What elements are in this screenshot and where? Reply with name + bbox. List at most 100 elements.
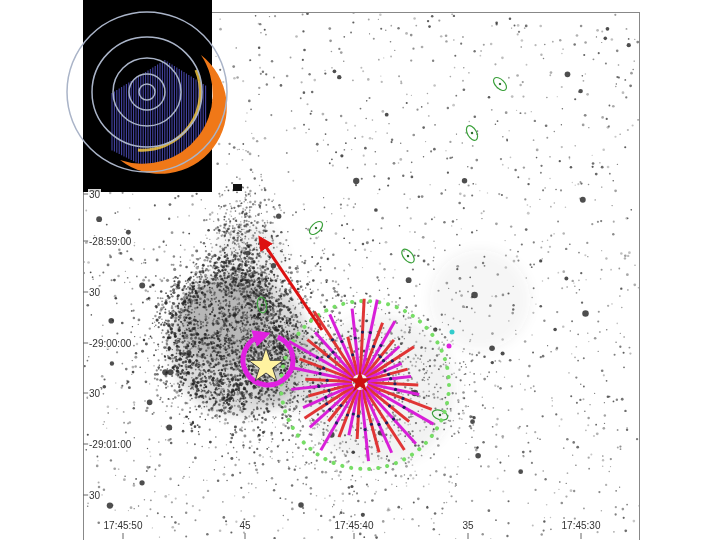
noise-dot	[543, 319, 545, 321]
noise-dot	[88, 356, 89, 357]
noise-dot	[302, 14, 304, 16]
noise-dot	[626, 427, 627, 428]
noise-dot	[522, 81, 524, 83]
noise-dot	[404, 338, 405, 339]
noise-dot	[272, 310, 275, 313]
noise-dot	[106, 224, 108, 226]
noise-dot	[236, 321, 237, 322]
noise-dot	[456, 133, 457, 134]
noise-dot	[463, 361, 465, 363]
noise-dot	[517, 33, 519, 35]
noise-dot	[399, 225, 401, 227]
noise-dot	[449, 357, 451, 359]
noise-dot	[522, 96, 524, 98]
noise-dot	[223, 473, 226, 476]
noise-dot	[473, 381, 475, 383]
noise-dot	[470, 427, 472, 429]
noise-dot	[192, 461, 194, 463]
noise-dot	[183, 346, 185, 348]
noise-dot	[132, 260, 134, 262]
noise-dot	[584, 114, 587, 117]
noise-dot	[514, 234, 515, 235]
noise-dot	[189, 407, 191, 409]
noise-dot	[487, 465, 490, 468]
noise-dot	[205, 234, 206, 235]
noise-dot	[366, 483, 368, 485]
noise-dot	[252, 137, 255, 140]
noise-dot	[628, 251, 631, 254]
noise-dot	[153, 354, 155, 356]
noise-dot	[297, 298, 298, 299]
noise-dot	[411, 310, 413, 312]
noise-dot	[277, 460, 279, 462]
noise-dot	[116, 303, 118, 305]
noise-dot	[471, 307, 473, 309]
noise-dot	[576, 292, 578, 294]
noise-dot	[114, 212, 116, 214]
noise-dot	[417, 255, 419, 257]
noise-dot	[423, 396, 426, 399]
noise-dot	[527, 212, 530, 215]
noise-dot	[532, 312, 534, 314]
noise-dot	[133, 345, 135, 347]
noise-dot	[156, 311, 158, 313]
noise-dot	[144, 259, 146, 261]
noise-dot	[271, 458, 273, 460]
noise-dot	[415, 341, 417, 343]
noise-dot	[359, 533, 362, 536]
noise-dot	[311, 462, 313, 464]
noise-dot	[495, 519, 497, 521]
noise-dot	[587, 256, 588, 257]
noise-dot	[510, 156, 512, 158]
noise-dot	[115, 509, 116, 510]
noise-dot	[139, 336, 141, 338]
noise-dot	[616, 50, 619, 53]
noise-dot	[123, 478, 126, 481]
noise-dot	[230, 433, 232, 435]
noise-dot	[459, 277, 462, 280]
noise-dot	[583, 54, 585, 56]
noise-dot	[521, 408, 523, 410]
noise-dot	[443, 502, 445, 504]
noise-dot	[589, 404, 590, 405]
noise-dot	[381, 217, 384, 220]
noise-dot	[124, 475, 126, 477]
noise-dot	[193, 246, 194, 247]
noise-dot	[510, 249, 512, 251]
noise-dot	[584, 410, 586, 412]
noise-dot	[310, 113, 312, 115]
noise-dot	[393, 162, 396, 165]
noise-dot	[101, 494, 102, 495]
noise-dot	[527, 183, 529, 185]
noise-dot	[194, 519, 196, 521]
noise-dot	[445, 35, 448, 38]
noise-dot	[285, 389, 288, 392]
noise-dot	[130, 258, 133, 261]
noise-dot	[580, 384, 581, 385]
noise-dot	[219, 195, 221, 197]
noise-dot	[345, 142, 347, 144]
noise-dot	[384, 532, 385, 533]
noise-dot	[111, 279, 113, 281]
noise-dot	[471, 194, 473, 196]
noise-dot	[544, 44, 546, 46]
noise-dot	[226, 163, 227, 164]
noise-dot	[557, 272, 559, 274]
noise-dot	[460, 294, 463, 297]
noise-dot	[132, 360, 133, 361]
noise-dot	[214, 346, 216, 348]
noise-dot	[535, 303, 536, 304]
noise-dot	[433, 84, 436, 87]
noise-dot	[428, 115, 430, 117]
noise-dot	[330, 536, 333, 539]
noise-dot	[266, 337, 268, 339]
noise-dot	[624, 146, 626, 148]
noise-dot	[451, 156, 453, 158]
noise-dot	[352, 229, 354, 231]
noise-dot	[159, 453, 161, 455]
noise-dot	[468, 72, 469, 73]
noise-dot	[134, 508, 135, 509]
noise-dot	[594, 393, 595, 394]
noise-dot	[255, 15, 257, 17]
noise-dot	[255, 465, 257, 467]
